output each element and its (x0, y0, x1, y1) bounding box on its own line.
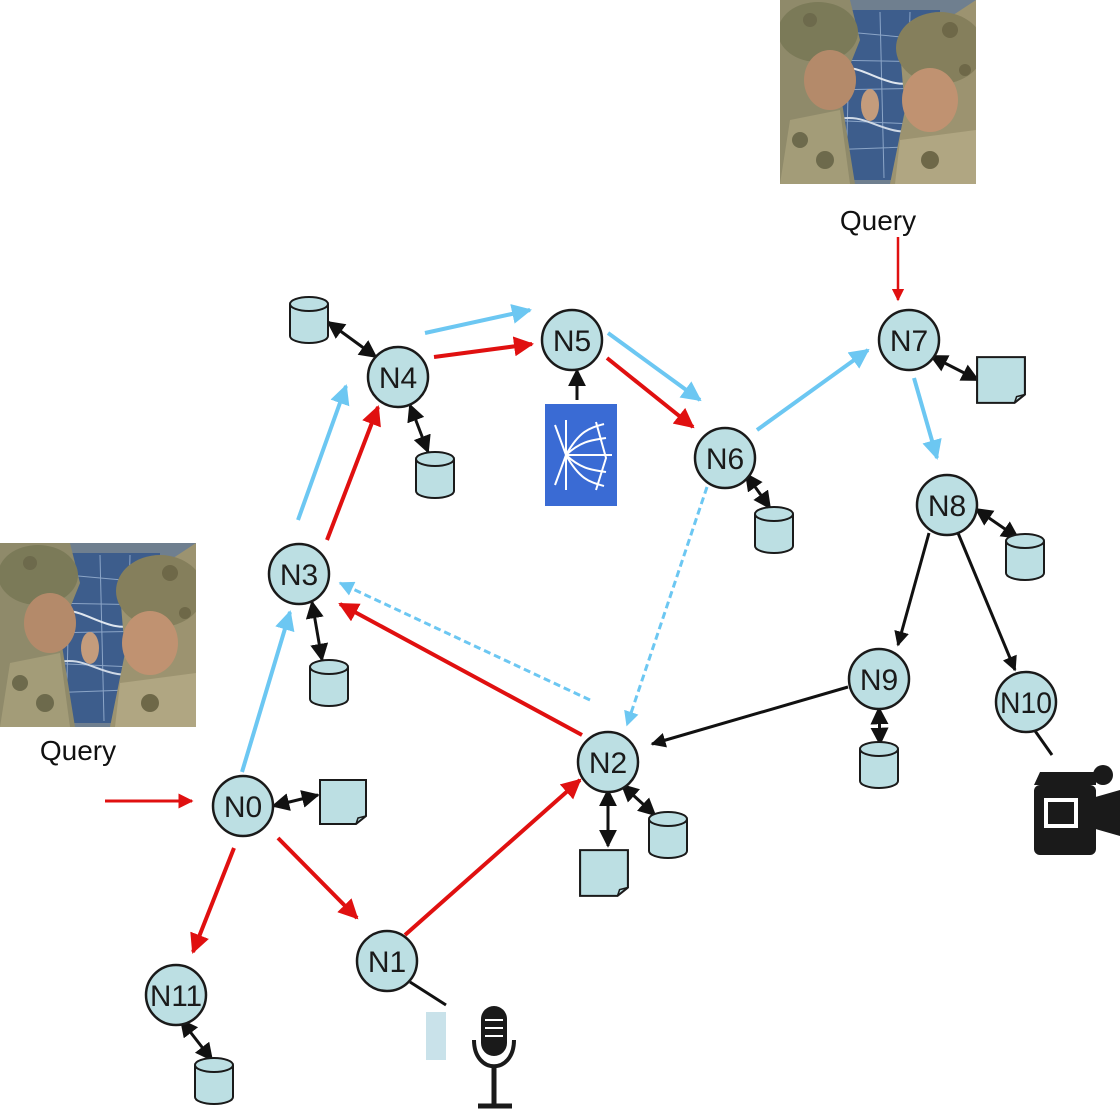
node-circle (144, 963, 208, 1027)
edge-N1-N2-red (403, 778, 582, 937)
node-circle (847, 647, 911, 711)
node-circle (267, 542, 331, 606)
node-circle (915, 473, 979, 537)
query-photo-top (780, 0, 976, 184)
sensor-links (409, 727, 1054, 1007)
node-label: N10 (1000, 687, 1052, 720)
query-photo-left (0, 543, 196, 727)
node-circle (211, 774, 275, 838)
video-camera-icon (1034, 765, 1120, 855)
node-circle (877, 308, 941, 372)
edge-N6-N7-blue (755, 348, 870, 432)
edge-N3-N4-red (325, 405, 381, 541)
database-icon (415, 451, 455, 499)
edge-N3-N4-blue (296, 384, 350, 521)
node-n7: N7 (877, 308, 941, 372)
link-N10-camera (1031, 727, 1054, 756)
link-N6-db (744, 472, 772, 510)
link-N3-db (305, 600, 329, 662)
link-N1-mic (409, 980, 447, 1007)
edge-N0-N1-red (276, 836, 359, 920)
node-n2: N2 (576, 730, 640, 794)
link-N8-db (974, 507, 1020, 540)
database-icon (289, 296, 329, 344)
database-icon (754, 506, 794, 554)
node-label: N4 (379, 362, 417, 395)
node-n4: N4 (366, 345, 430, 409)
link-N2-db (620, 783, 657, 817)
document-icon (579, 849, 629, 897)
node-n6: N6 (693, 426, 757, 490)
red-edges (190, 336, 695, 954)
blue-dashed-edges (338, 486, 709, 727)
node-circle (693, 426, 757, 490)
edge-N2-N3-dashed (338, 581, 591, 702)
antenna-icon (545, 404, 617, 506)
edge-N2-N3-red (338, 602, 583, 737)
database-icon (1005, 533, 1045, 581)
link-N11-db (179, 1018, 214, 1062)
node-label: N7 (890, 325, 928, 358)
query-label-top: Query (840, 205, 916, 236)
storage-links (179, 320, 1020, 1062)
node-circle (366, 345, 430, 409)
node-circle (576, 730, 640, 794)
node-label: N6 (706, 443, 744, 476)
node-label: N3 (280, 559, 318, 592)
database-icon (648, 811, 688, 859)
document-icon (976, 356, 1026, 404)
edge-N5-N6-red (605, 356, 695, 429)
edge-N5-N6-blue (606, 331, 702, 402)
node-circle (994, 670, 1058, 734)
node-n0: N0 (211, 774, 275, 838)
edge-N0-N11-red (190, 847, 236, 954)
black-edges (650, 532, 1017, 748)
link-N4-db-top (326, 320, 378, 359)
edge-N0-N3-blue (240, 610, 295, 773)
node-n3: N3 (267, 542, 331, 606)
query-label-left: Query (40, 735, 116, 766)
node-n9: N9 (847, 647, 911, 711)
link-N9-db (870, 706, 889, 746)
link-N7-doc (929, 354, 980, 382)
database-icon (194, 1057, 234, 1105)
node-n11: N11 (144, 963, 208, 1027)
microphone-icon (426, 1006, 516, 1109)
edge-N7-N8-blue (912, 377, 942, 460)
link-N0-doc (271, 790, 320, 811)
edge-N8-N9 (894, 532, 931, 647)
node-label: N5 (553, 325, 591, 358)
node-circle (540, 308, 604, 372)
edge-N8-N10 (956, 532, 1017, 672)
storage-icons (194, 296, 1045, 1105)
database-icon (859, 741, 899, 789)
node-n10: N10 (994, 670, 1058, 734)
node-label: N11 (150, 980, 202, 1013)
edge-N9-N2 (650, 685, 849, 748)
edge-N6-N2-dashed (624, 486, 709, 727)
blue-edges (240, 304, 942, 773)
node-n5: N5 (540, 308, 604, 372)
node-label: N2 (589, 747, 627, 780)
edge-N4-N5-red (433, 336, 534, 359)
node-label: N0 (224, 791, 262, 824)
node-n8: N8 (915, 473, 979, 537)
node-label: N1 (368, 946, 406, 979)
link-N4-db-bottom (407, 403, 431, 454)
node-label: N8 (928, 490, 966, 523)
node-label: N9 (860, 664, 898, 697)
node-circle (355, 929, 419, 993)
database-icon (309, 659, 349, 707)
edge-N4-N5-blue (424, 304, 532, 335)
node-n1: N1 (355, 929, 419, 993)
document-icon (319, 779, 367, 825)
